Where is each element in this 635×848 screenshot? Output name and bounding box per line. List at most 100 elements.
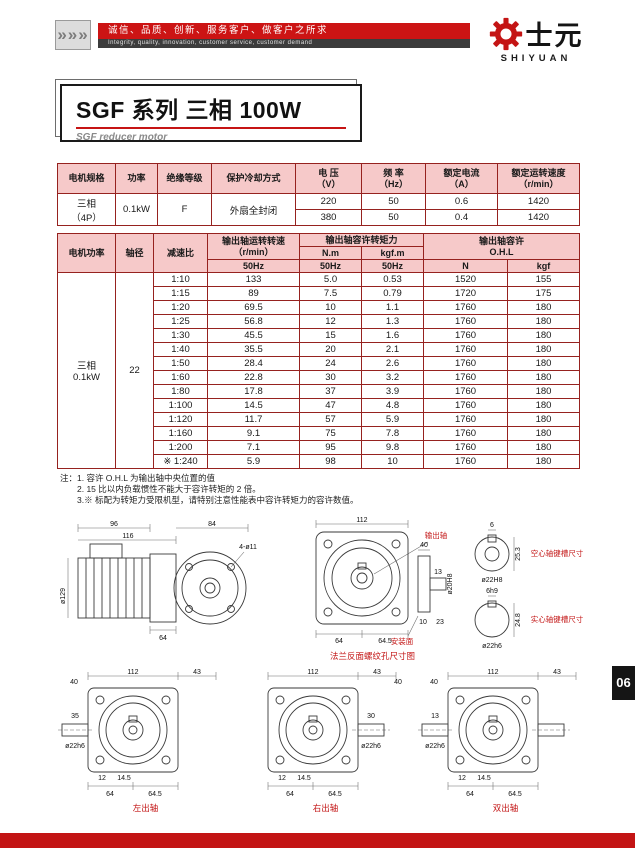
frequency-cell: 50 — [361, 193, 426, 210]
header-motor-power: 电机功率 — [57, 233, 116, 273]
dim-label: 64.5 — [378, 638, 392, 645]
cooling-cell: 外扇全封闭 — [211, 193, 296, 226]
torque-nm-cell: 20 — [299, 342, 362, 357]
ohl-kgf-cell: 180 — [507, 356, 581, 371]
table-row: 1:20 69.5 10 1.1 1760 180 — [58, 300, 581, 315]
chevron-glyphs: »»» — [57, 25, 89, 44]
speed-cell: 1420 — [497, 209, 580, 226]
title-divider — [76, 127, 346, 129]
speed-cell: 5.9 — [207, 454, 300, 469]
header-rated-current: 额定电流 （A） — [425, 163, 498, 194]
table-row: 1:15 89 7.5 0.79 1720 175 — [58, 286, 581, 301]
mounting-face-label: 安装面 — [391, 636, 414, 646]
drawing-double-output-shaft: 112 43 40 13 ø22h6 12 14.5 64 64.5 — [418, 668, 593, 805]
ohl-n-cell: 1760 — [423, 440, 509, 455]
speed-cell: 7.1 — [207, 440, 300, 455]
ohl-kgf-cell: 180 — [507, 384, 581, 399]
dim-label: 14.5 — [297, 775, 311, 782]
torque-nm-cell: 37 — [299, 384, 362, 399]
table-header-row: 电机功率 轴径 减速比 输出轴运转转速 （r/min） 输出轴容许转矩力 输出轴… — [57, 233, 581, 273]
table-row: 380 50 0.4 1420 — [58, 209, 580, 226]
left-shaft-caption: 左出轴 — [132, 803, 159, 813]
table-header-row: N.m kgf.m — [58, 246, 580, 260]
dim-label: ø129 — [60, 588, 67, 604]
speed-cell: 22.8 — [207, 370, 300, 385]
dim-label: 43 — [553, 669, 561, 676]
header-cooling: 保护冷却方式 — [211, 163, 296, 194]
dim-label: 64 — [466, 791, 474, 798]
table-row: 1:100 14.5 47 4.8 1760 180 — [58, 398, 581, 413]
torque-kgfm-cell: 5.9 — [360, 412, 425, 427]
header-shaft-diameter: 轴径 — [115, 233, 154, 273]
torque-kgfm-cell: 7.8 — [360, 426, 425, 441]
header-power: 功率 — [115, 163, 158, 194]
torque-nm-cell: 10 — [299, 300, 362, 315]
ohl-n-cell: 1760 — [423, 314, 509, 329]
torque-kgfm-cell: 2.6 — [360, 356, 425, 371]
ohl-kgf-cell: 180 — [507, 300, 581, 315]
table-row: 三相 （4P） 0.1kW F 外扇全封闭 220 50 0.6 1420 — [57, 193, 580, 226]
dim-label: 30 — [367, 713, 375, 720]
ohl-n-cell: 1760 — [423, 426, 509, 441]
torque-kgfm-cell: 2.1 — [360, 342, 425, 357]
torque-kgfm-cell: 4.8 — [360, 398, 425, 413]
header-kgfm-hz: 50Hz — [360, 259, 425, 273]
double-shaft-caption: 双出轴 — [492, 803, 519, 813]
header-allowable-ohl: 输出轴容许 O.H.L — [423, 233, 581, 260]
dim-label: 64.5 — [508, 791, 522, 798]
motor-spec-cell: 三相 （4P） — [57, 193, 116, 226]
torque-nm-cell: 30 — [299, 370, 362, 385]
speed-cell: 1420 — [497, 193, 580, 210]
dim-label: ø22h6 — [65, 743, 85, 750]
table-header-row: 电机规格 功率 绝缘等级 保护冷却方式 电 压 （V） 频 率 （Hz） 额定电… — [57, 163, 580, 194]
torque-kgfm-cell: 1.1 — [360, 300, 425, 315]
drawing-keyway-details: 6 25.3 ø22H8 空心轴键槽尺寸 6h9 24.8 ø22h6 实心轴键… — [460, 518, 595, 658]
drawing-motor-side-view: 96 116 84 64 4-ø11 ø129 — [58, 518, 268, 671]
header-voltage: 电 压 （V） — [295, 163, 362, 194]
dim-label: ø22h6 — [482, 643, 502, 650]
speed-cell: 69.5 — [207, 300, 300, 315]
ohl-kgf-cell: 180 — [507, 454, 581, 469]
note-line: 3.※ 标配为转矩力受限机型，请特别注意性能表中容许转矩力的容许数值。 — [77, 495, 359, 505]
torque-nm-cell: 75 — [299, 426, 362, 441]
ohl-kgf-cell: 180 — [507, 398, 581, 413]
frequency-cell: 50 — [361, 209, 426, 226]
ratio-cell: 1:50 — [153, 356, 208, 371]
torque-nm-cell: 7.5 — [299, 286, 362, 301]
header-output-speed: 输出轴运转转速 （r/min） — [207, 233, 300, 260]
torque-kgfm-cell: 1.3 — [360, 314, 425, 329]
dim-label: 13 — [434, 569, 442, 576]
dim-label: 12 — [278, 775, 286, 782]
ratio-cell: 1:25 — [153, 314, 208, 329]
power-cell: 0.1kW — [115, 193, 158, 226]
dim-label: 23 — [436, 619, 444, 626]
table-row: 1:30 45.5 15 1.6 1760 180 — [58, 328, 581, 343]
ohl-n-cell: 1520 — [423, 272, 509, 287]
dim-label: 14.5 — [117, 775, 131, 782]
ohl-kgf-cell: 180 — [507, 314, 581, 329]
company-slogan-en: Integrity, quality, innovation, customer… — [98, 39, 470, 48]
dim-label: 25.3 — [515, 547, 522, 561]
speed-cell: 56.8 — [207, 314, 300, 329]
torque-kgfm-cell: 3.9 — [360, 384, 425, 399]
brand-name-en: SHIYUAN — [500, 53, 572, 64]
dim-label: 64.5 — [328, 791, 342, 798]
torque-kgfm-cell: 1.6 — [360, 328, 425, 343]
motor-spec-table: 电机规格 功率 绝缘等级 保护冷却方式 电 压 （V） 频 率 （Hz） 额定电… — [57, 163, 580, 226]
drawing-right-output-shaft: 112 43 40 30 ø22h6 12 14.5 64 64.5 — [238, 668, 413, 805]
hollow-keyway-caption: 空心轴键槽尺寸 — [531, 548, 584, 558]
ratio-cell: 1:15 — [153, 286, 208, 301]
speed-cell: 17.8 — [207, 384, 300, 399]
header-insulation: 绝缘等级 — [157, 163, 212, 194]
ratio-cell: 1:60 — [153, 370, 208, 385]
torque-nm-cell: 47 — [299, 398, 362, 413]
header-motor-spec: 电机规格 — [57, 163, 116, 194]
dim-label: 40 — [430, 679, 438, 686]
ohl-n-cell: 1760 — [423, 370, 509, 385]
torque-kgfm-cell: 9.8 — [360, 440, 425, 455]
dim-label: 112 — [307, 669, 318, 676]
dim-label: 112 — [127, 669, 138, 676]
ohl-kgf-cell: 180 — [507, 370, 581, 385]
dim-label: 112 — [356, 517, 367, 524]
ratio-cell: 1:100 — [153, 398, 208, 413]
